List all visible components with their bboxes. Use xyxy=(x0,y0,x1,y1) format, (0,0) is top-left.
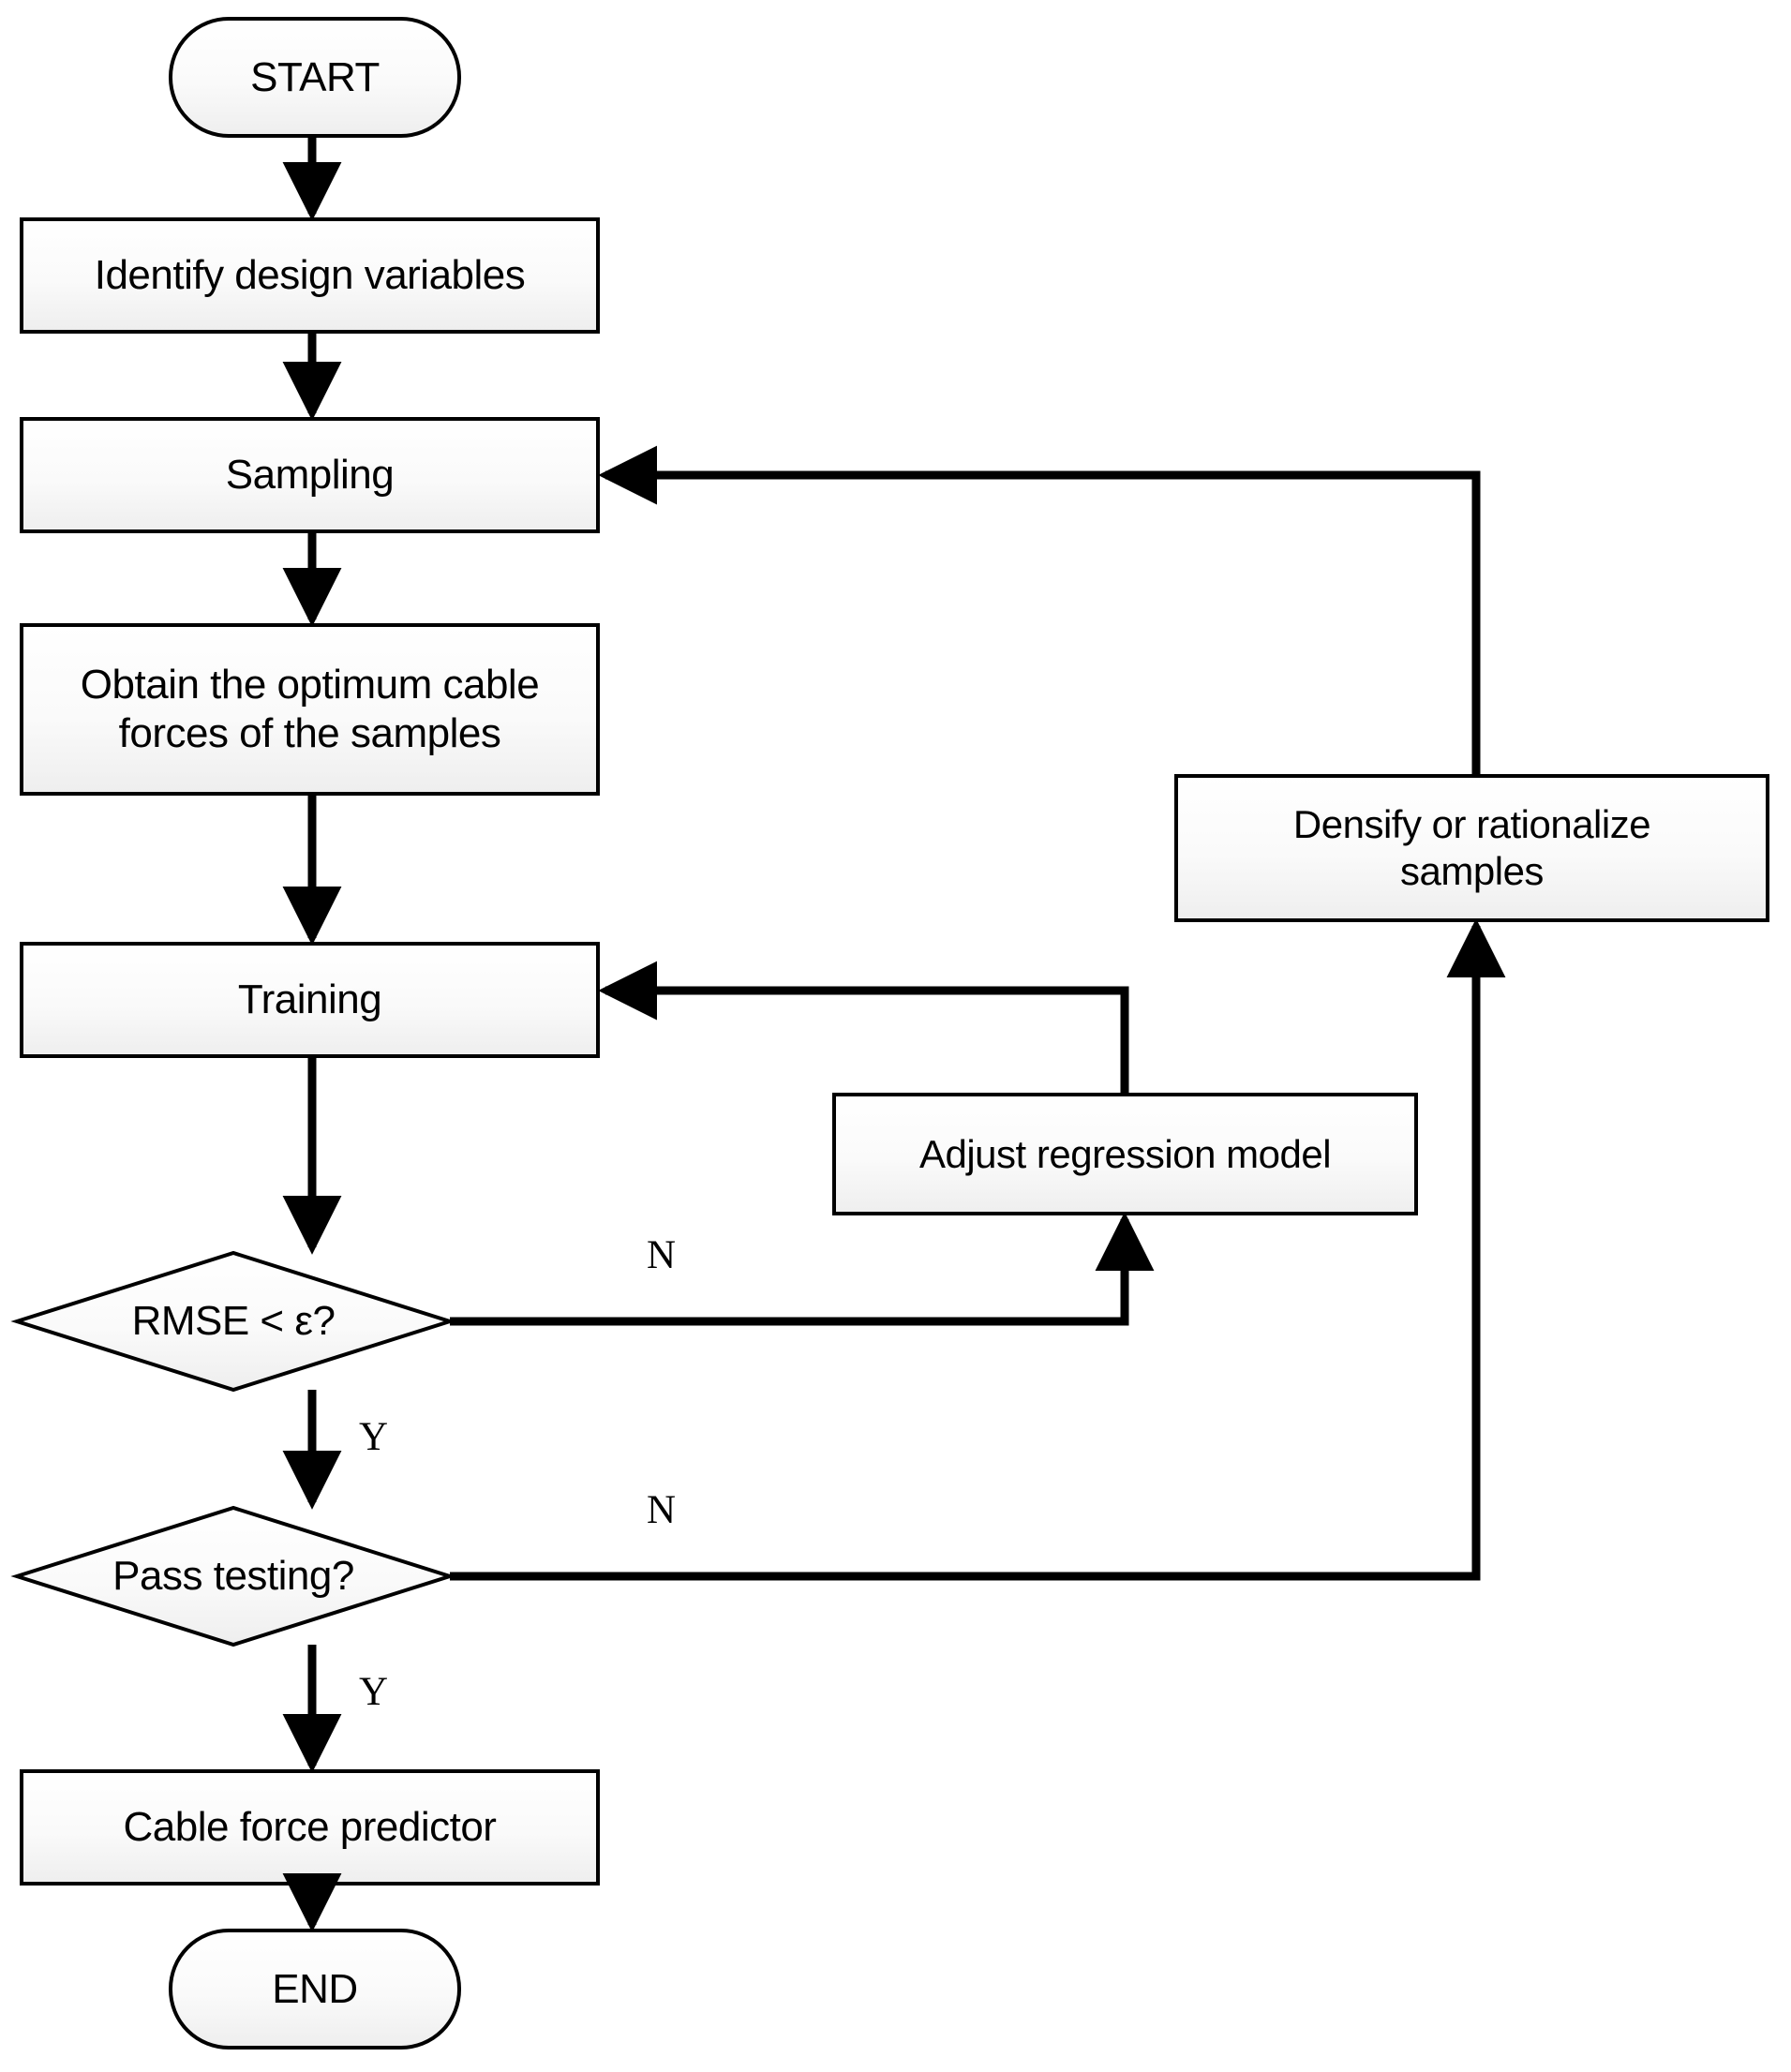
node-pass-testing-decision[interactable] xyxy=(17,1508,450,1645)
node-adjust-regression-model[interactable] xyxy=(834,1095,1416,1214)
node-obtain-optimum-cable-forces[interactable] xyxy=(22,625,598,794)
node-start[interactable] xyxy=(171,19,459,136)
node-identify-design-variables[interactable] xyxy=(22,219,598,332)
edge-densify-to-sampling xyxy=(598,445,1481,776)
node-sampling[interactable] xyxy=(22,419,598,531)
edge-label-rmse-no: N xyxy=(647,1233,677,1277)
shape-predictor[interactable] xyxy=(20,1769,600,1886)
edge-label-rmse-yes: Y xyxy=(359,1415,389,1459)
shape-identify[interactable] xyxy=(20,217,600,334)
node-rmse-decision[interactable] xyxy=(17,1253,450,1390)
edge-label-pass-yes: Y xyxy=(359,1670,389,1714)
edge-rmse-no-to-adjust xyxy=(450,1212,1155,1326)
node-training[interactable] xyxy=(22,944,598,1056)
edge-pass-no-to-densify xyxy=(450,918,1506,1581)
node-densify-or-rationalize-samples[interactable] xyxy=(1176,776,1768,920)
edge-adjust-to-training xyxy=(598,961,1129,1095)
node-cable-force-predictor[interactable] xyxy=(22,1771,598,1884)
edge-label-pass-no: N xyxy=(647,1488,677,1532)
node-end[interactable] xyxy=(171,1930,459,2048)
shape-obtain[interactable] xyxy=(20,623,600,796)
